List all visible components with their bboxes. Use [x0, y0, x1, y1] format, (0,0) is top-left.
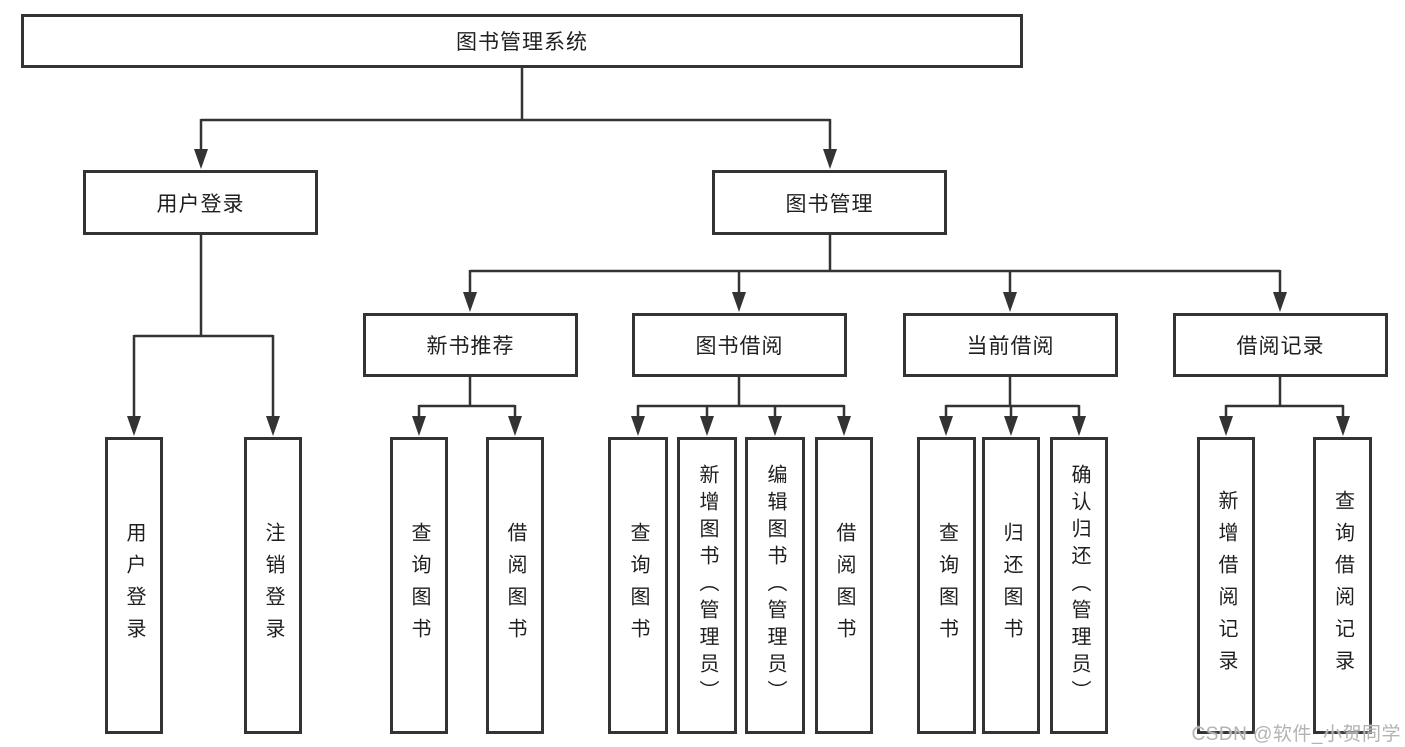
- node-user-login: 用户登录: [83, 170, 318, 235]
- leaf-bb-add-books-admin: 新增图书（管理员）: [677, 437, 737, 734]
- csdn-watermark: CSDN @软件_小贺同学: [1191, 724, 1401, 745]
- node-book-management: 图书管理: [712, 170, 947, 235]
- node-current-borrow: 当前借阅: [903, 313, 1118, 377]
- arrowheads: [127, 149, 1350, 436]
- leaf-logout: 注销登录: [244, 437, 302, 734]
- leaf-cb-confirm-return-admin-label: 确认归还（管理员）: [1068, 464, 1090, 707]
- leaf-bb-query-books: 查询图书: [608, 437, 668, 734]
- node-borrow-records: 借阅记录: [1173, 313, 1388, 377]
- node-current-borrow-label: 当前借阅: [966, 335, 1055, 358]
- node-new-book-recommend: 新书推荐: [363, 313, 578, 377]
- leaf-bb-edit-books-admin-label: 编辑图书（管理员）: [764, 464, 786, 707]
- leaf-cb-query-books: 查询图书: [917, 437, 976, 734]
- node-book-borrow: 图书借阅: [632, 313, 847, 377]
- leaf-nb-query-books: 查询图书: [390, 437, 448, 734]
- leaf-bb-query-books-label: 查询图书: [627, 521, 649, 650]
- leaf-rec-query-record: 查询借阅记录: [1313, 437, 1372, 734]
- leaf-user-login-label: 用户登录: [123, 521, 145, 650]
- leaf-cb-query-books-label: 查询图书: [935, 521, 958, 650]
- leaf-user-login: 用户登录: [105, 437, 163, 734]
- leaf-cb-confirm-return-admin: 确认归还（管理员）: [1050, 437, 1108, 734]
- leaf-cb-return-books: 归还图书: [982, 437, 1040, 734]
- leaf-bb-borrow-books: 借阅图书: [815, 437, 873, 734]
- node-new-book-recommend-label: 新书推荐: [426, 335, 515, 358]
- leaf-nb-query-books-label: 查询图书: [408, 521, 430, 650]
- node-root: 图书管理系统: [21, 14, 1023, 68]
- node-user-login-label: 用户登录: [156, 192, 245, 216]
- leaf-bb-borrow-books-label: 借阅图书: [833, 521, 855, 650]
- leaf-bb-edit-books-admin: 编辑图书（管理员）: [745, 437, 805, 734]
- node-borrow-records-label: 借阅记录: [1236, 335, 1325, 358]
- node-book-management-label: 图书管理: [785, 192, 874, 216]
- leaf-logout-label: 注销登录: [262, 521, 284, 650]
- leaf-bb-add-books-admin-label: 新增图书（管理员）: [696, 464, 718, 707]
- connector-paths: [132, 68, 1345, 419]
- leaf-rec-add-record: 新增借阅记录: [1197, 437, 1255, 734]
- leaf-rec-query-record-label: 查询借阅记录: [1331, 489, 1354, 682]
- leaf-nb-borrow-books: 借阅图书: [486, 437, 544, 734]
- leaf-cb-return-books-label: 归还图书: [1000, 521, 1022, 650]
- node-root-label: 图书管理系统: [456, 31, 588, 54]
- leaf-nb-borrow-books-label: 借阅图书: [504, 521, 526, 650]
- leaf-rec-add-record-label: 新增借阅记录: [1215, 489, 1237, 682]
- node-book-borrow-label: 图书借阅: [695, 335, 784, 358]
